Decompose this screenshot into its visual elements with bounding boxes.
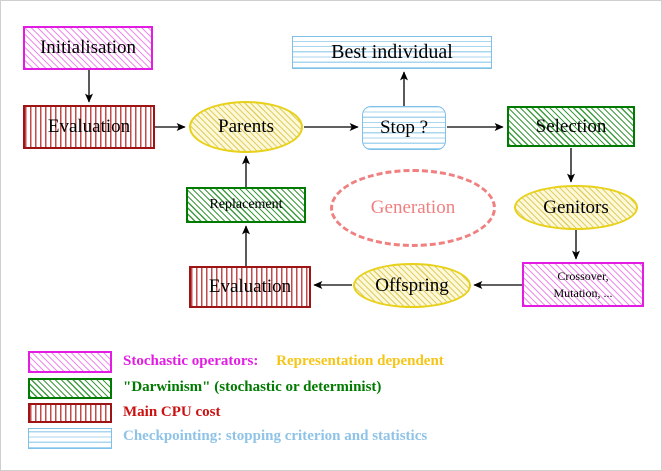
legend-text-stochastic-operators: Stochastic operators: Representation dep… [123,353,444,370]
node-offspring[interactable]: Offspring [353,263,471,308]
node-stop-label: Stop ? [379,117,429,139]
legend-swatch-main-cpu-cost [28,403,112,423]
node-parents-label: Parents [218,116,274,138]
node-initialisation-label: Initialisation [39,37,137,59]
node-replacement[interactable]: Replacement [186,187,306,223]
node-parents[interactable]: Parents [189,101,303,153]
node-offspring-label: Offspring [375,274,449,296]
node-evaluation-bottom-label: Evaluation [208,276,292,298]
node-generation-annotation: Generation [330,169,496,247]
legend-text-checkpointing: Checkpointing: stopping criterion and st… [123,428,428,444]
legend-swatch-checkpointing [28,428,112,449]
node-crossover-mutation-label: Crossover, Mutation, ... [553,269,613,300]
node-replacement-label: Replacement [209,196,283,212]
node-evaluation-bottom[interactable]: Evaluation [189,266,311,308]
node-evaluation-top-label: Evaluation [47,116,131,138]
legend-label-stochastic-operators: Stochastic operators: [123,353,259,369]
legend-text-main-cpu-cost: Main CPU cost [123,404,221,420]
node-selection[interactable]: Selection [507,106,635,147]
node-crossover-mutation[interactable]: Crossover, Mutation, ... [522,262,644,307]
node-generation-label: Generation [370,197,456,219]
node-best-individual[interactable]: Best individual [292,36,492,69]
node-evaluation-top[interactable]: Evaluation [23,105,155,149]
legend-text-darwinism: "Darwinism" (stochastic or determinist) [123,379,382,395]
node-initialisation[interactable]: Initialisation [23,26,153,70]
legend-swatch-darwinism [28,378,112,399]
legend-swatch-stochastic-operators [28,351,112,373]
legend-label-representation-dependent: Representation dependent [276,353,444,369]
node-best-individual-label: Best individual [331,41,453,63]
node-genitors-label: Genitors [543,196,609,218]
node-genitors[interactable]: Genitors [514,185,638,230]
node-stop[interactable]: Stop ? [362,106,446,150]
node-selection-label: Selection [535,115,607,137]
